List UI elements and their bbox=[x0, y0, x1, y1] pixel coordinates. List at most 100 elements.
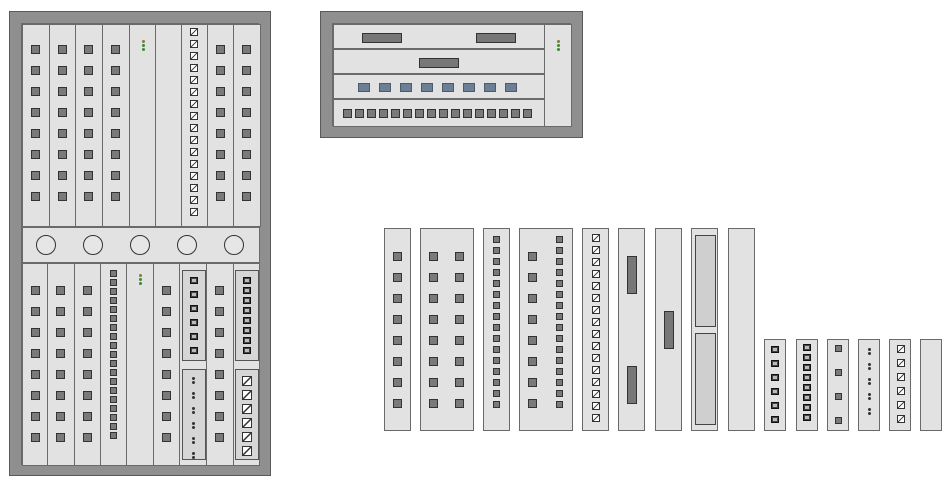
port[interactable] bbox=[111, 87, 120, 96]
port[interactable] bbox=[493, 291, 500, 298]
port[interactable] bbox=[528, 336, 537, 345]
rj45-port[interactable] bbox=[803, 344, 811, 351]
port[interactable] bbox=[216, 129, 225, 138]
port[interactable] bbox=[528, 378, 537, 387]
port[interactable] bbox=[84, 129, 93, 138]
module-slot-lower[interactable] bbox=[233, 263, 260, 466]
port[interactable] bbox=[528, 294, 537, 303]
fiber-port[interactable] bbox=[190, 28, 198, 36]
port[interactable] bbox=[528, 357, 537, 366]
port[interactable] bbox=[111, 45, 120, 54]
module-8-port[interactable] bbox=[384, 228, 411, 431]
rj45-port[interactable] bbox=[243, 337, 251, 344]
interface-port[interactable] bbox=[400, 83, 412, 92]
port[interactable] bbox=[556, 346, 563, 353]
port[interactable] bbox=[393, 294, 402, 303]
port[interactable] bbox=[56, 391, 65, 400]
fiber-port[interactable] bbox=[592, 330, 600, 338]
module-slot-upper[interactable] bbox=[75, 24, 103, 227]
rj45-port[interactable] bbox=[771, 416, 779, 423]
port[interactable] bbox=[242, 45, 251, 54]
port[interactable] bbox=[83, 328, 92, 337]
drive-slot[interactable] bbox=[476, 33, 516, 43]
port[interactable] bbox=[439, 109, 448, 118]
port[interactable] bbox=[162, 412, 171, 421]
fiber-port[interactable] bbox=[897, 373, 905, 381]
rj45-port[interactable] bbox=[803, 364, 811, 371]
port[interactable] bbox=[162, 391, 171, 400]
port[interactable] bbox=[56, 307, 65, 316]
fiber-port[interactable] bbox=[190, 208, 198, 216]
interface-port[interactable] bbox=[505, 83, 517, 92]
sub-module[interactable] bbox=[235, 369, 259, 460]
rj45-port[interactable] bbox=[243, 327, 251, 334]
port[interactable] bbox=[110, 396, 117, 403]
port[interactable] bbox=[393, 273, 402, 282]
fiber-port[interactable] bbox=[897, 359, 905, 367]
port[interactable] bbox=[455, 378, 464, 387]
port[interactable] bbox=[493, 236, 500, 243]
port[interactable] bbox=[429, 357, 438, 366]
port[interactable] bbox=[455, 336, 464, 345]
fiber-port[interactable] bbox=[592, 258, 600, 266]
port[interactable] bbox=[429, 378, 438, 387]
port[interactable] bbox=[216, 45, 225, 54]
module-slot-upper[interactable] bbox=[207, 24, 234, 227]
port[interactable] bbox=[528, 252, 537, 261]
port[interactable] bbox=[111, 66, 120, 75]
rj45-port[interactable] bbox=[190, 277, 198, 284]
port[interactable] bbox=[110, 288, 117, 295]
module-slot-lower[interactable] bbox=[206, 263, 234, 466]
port[interactable] bbox=[455, 294, 464, 303]
port[interactable] bbox=[58, 87, 67, 96]
port[interactable] bbox=[31, 433, 40, 442]
fiber-port[interactable] bbox=[592, 378, 600, 386]
drive-slot[interactable] bbox=[362, 33, 402, 43]
port[interactable] bbox=[162, 307, 171, 316]
module-slot-upper[interactable] bbox=[181, 24, 208, 227]
module-slot-lower[interactable] bbox=[153, 263, 180, 466]
port[interactable] bbox=[110, 279, 117, 286]
module-slot-lower[interactable] bbox=[100, 263, 127, 466]
port[interactable] bbox=[556, 390, 563, 397]
port[interactable] bbox=[110, 414, 117, 421]
fiber-port[interactable] bbox=[897, 415, 905, 423]
port[interactable] bbox=[31, 192, 40, 201]
module-slot-lower[interactable] bbox=[47, 263, 75, 466]
port[interactable] bbox=[111, 192, 120, 201]
module-row[interactable] bbox=[333, 74, 545, 99]
rj45-port[interactable] bbox=[243, 297, 251, 304]
port[interactable] bbox=[111, 108, 120, 117]
port[interactable] bbox=[493, 280, 500, 287]
fan-icon[interactable] bbox=[83, 235, 103, 255]
port[interactable] bbox=[58, 192, 67, 201]
port[interactable] bbox=[493, 247, 500, 254]
fiber-port[interactable] bbox=[592, 294, 600, 302]
port[interactable] bbox=[110, 333, 117, 340]
port[interactable] bbox=[556, 258, 563, 265]
port[interactable] bbox=[475, 109, 484, 118]
module-slot-upper[interactable] bbox=[129, 24, 156, 227]
port[interactable] bbox=[523, 109, 532, 118]
fiber-port[interactable] bbox=[592, 390, 600, 398]
port[interactable] bbox=[31, 328, 40, 337]
module-row[interactable] bbox=[333, 99, 545, 127]
drive-bay[interactable] bbox=[695, 235, 716, 327]
drive-slot[interactable] bbox=[627, 256, 637, 294]
port[interactable] bbox=[455, 399, 464, 408]
port[interactable] bbox=[31, 286, 40, 295]
rj45-port[interactable] bbox=[771, 374, 779, 381]
fiber-port[interactable] bbox=[190, 124, 198, 132]
port[interactable] bbox=[110, 387, 117, 394]
port[interactable] bbox=[110, 315, 117, 322]
fiber-port[interactable] bbox=[190, 100, 198, 108]
port[interactable] bbox=[58, 108, 67, 117]
module-slot-upper[interactable] bbox=[233, 24, 261, 227]
port[interactable] bbox=[511, 109, 520, 118]
rj45-port[interactable] bbox=[771, 402, 779, 409]
port[interactable] bbox=[31, 150, 40, 159]
port[interactable] bbox=[242, 192, 251, 201]
module-single-drive[interactable] bbox=[655, 228, 682, 431]
fiber-port[interactable] bbox=[592, 234, 600, 242]
port[interactable] bbox=[110, 351, 117, 358]
